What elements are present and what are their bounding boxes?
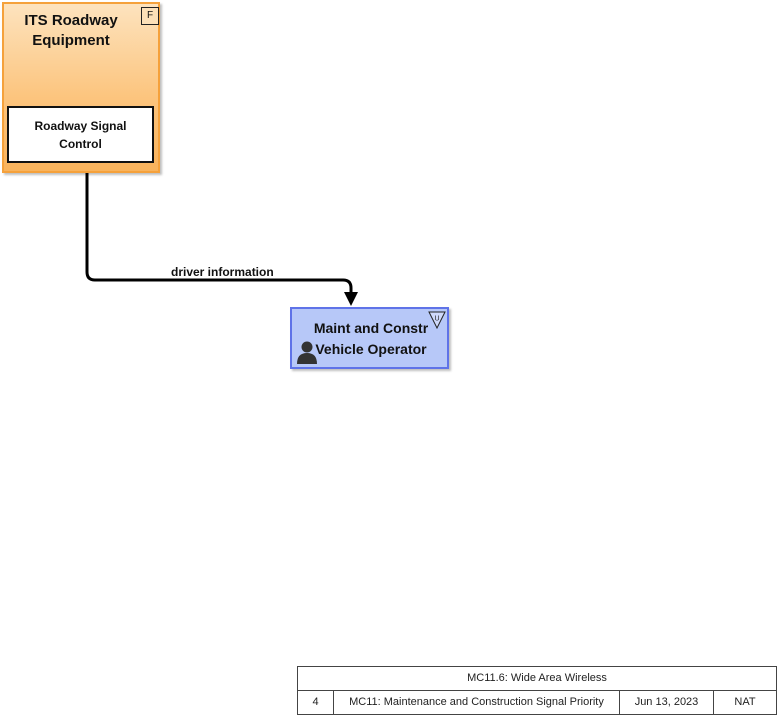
footer-description: MC11: Maintenance and Construction Signa… — [334, 690, 620, 714]
vehicle-operator-title: Maint and Constr Vehicle Operator — [313, 320, 429, 357]
roadway-equipment-title: ITS Roadway Equipment — [24, 12, 118, 49]
field-badge-icon: F — [141, 7, 159, 25]
flow-arrowhead — [344, 292, 358, 306]
roadway-signal-control-node[interactable]: Roadway Signal Control — [7, 106, 154, 163]
footer-date: Jun 13, 2023 — [620, 690, 714, 714]
flow-label-driver-information: driver information — [171, 265, 274, 279]
vehicle-operator-node[interactable]: Maint and Constr Vehicle Operator U — [290, 307, 449, 369]
signal-control-label: Roadway Signal Control — [34, 118, 127, 151]
flow-line-driver-information[interactable] — [85, 169, 353, 296]
footer-number: 4 — [298, 690, 334, 714]
footer-title-block: MC11.6: Wide Area Wireless 4 MC11: Maint… — [297, 666, 777, 715]
footer-title: MC11.6: Wide Area Wireless — [298, 667, 776, 691]
person-icon — [297, 341, 317, 364]
user-triangle-icon: U — [428, 311, 446, 329]
user-badge-letter: U — [434, 316, 439, 323]
footer-scope: NAT — [734, 696, 756, 708]
